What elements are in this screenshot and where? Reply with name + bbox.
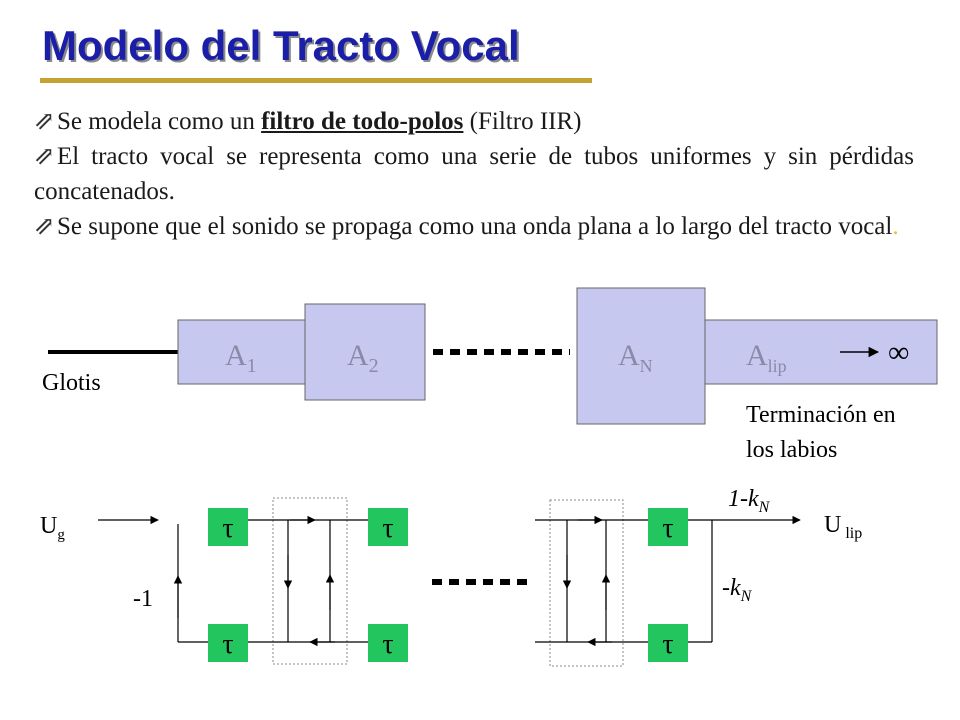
delay-box bbox=[208, 624, 248, 662]
tube-a2 bbox=[304, 303, 426, 401]
input-label: Ug bbox=[40, 513, 65, 543]
tube-an bbox=[576, 287, 706, 425]
tube-a1-label: A1 bbox=[225, 339, 257, 377]
bullet-3-period: . bbox=[892, 213, 899, 240]
delay-box bbox=[208, 508, 248, 546]
tube-alip-label: Alip bbox=[746, 339, 787, 376]
termination-label-1: Terminación en bbox=[746, 402, 896, 428]
tube-a2-label: A2 bbox=[347, 339, 379, 377]
delay-box bbox=[648, 508, 688, 546]
bullet-list: ⇗Se modela como un filtro de todo-polos … bbox=[34, 104, 914, 244]
delay-box bbox=[368, 508, 408, 546]
reflection-gain-label: -kN bbox=[722, 575, 753, 605]
delay-symbol: τ bbox=[662, 513, 673, 544]
tube-alip bbox=[704, 319, 938, 385]
scattering-junction bbox=[272, 497, 348, 665]
infinity-symbol: ∞ bbox=[888, 336, 909, 369]
termination-label-2: los labios bbox=[746, 437, 837, 463]
bullet-1-emphasis: filtro de todo-polos bbox=[261, 108, 464, 135]
bullet-item-3: ⇗Se supone que el sonido se propaga como… bbox=[34, 209, 914, 244]
minus-one-label: -1 bbox=[133, 586, 153, 612]
bullet-1-tail: (Filtro IIR) bbox=[463, 108, 582, 135]
tube-model: Glotis A1 A2 AN Alip ∞ Terminación en lo… bbox=[42, 287, 938, 463]
transmission-gain-label: 1-kN bbox=[728, 486, 771, 516]
tube-an-label: AN bbox=[618, 339, 653, 376]
title-underline bbox=[40, 78, 592, 83]
delay-symbol: τ bbox=[222, 513, 233, 544]
bullet-3-text: Se supone que el sonido se propaga como … bbox=[56, 213, 893, 240]
delay-symbol: τ bbox=[382, 629, 393, 660]
pointer-icon: ⇗ bbox=[34, 213, 55, 240]
glottis-label: Glotis bbox=[42, 370, 101, 396]
lattice-filter: Ug -1 τ τ τ τ bbox=[40, 486, 862, 667]
delay-box bbox=[648, 624, 688, 662]
bullet-item-1: ⇗Se modela como un filtro de todo-polos … bbox=[34, 104, 914, 139]
bullet-2-text: El tracto vocal se representa como una s… bbox=[34, 143, 914, 205]
delay-symbol: τ bbox=[222, 629, 233, 660]
delay-symbol: τ bbox=[382, 513, 393, 544]
tube-a1 bbox=[177, 319, 307, 385]
pointer-icon: ⇗ bbox=[34, 143, 55, 170]
pointer-icon: ⇗ bbox=[34, 108, 55, 135]
bullet-1-text: Se modela como un bbox=[56, 108, 262, 135]
scattering-junction bbox=[549, 499, 624, 667]
delay-box bbox=[368, 624, 408, 662]
delay-symbol: τ bbox=[662, 629, 673, 660]
page-title: Modelo del Tracto Vocal bbox=[42, 22, 520, 69]
bullet-item-2: ⇗El tracto vocal se representa como una … bbox=[34, 139, 914, 209]
